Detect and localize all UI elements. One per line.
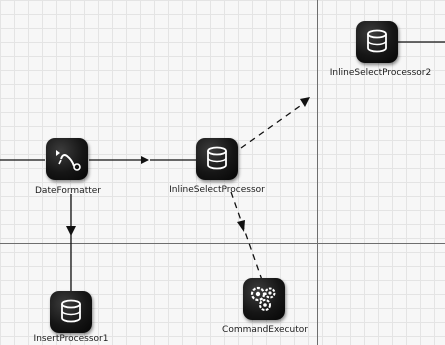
database-icon	[367, 29, 387, 53]
insert-processor1-label: InsertProcessor1	[33, 334, 109, 344]
gears-icon	[250, 286, 276, 311]
command-executor-node[interactable]	[243, 278, 285, 320]
database-icon	[61, 299, 81, 323]
horizontal-guide-line	[0, 243, 445, 244]
edge-dateformatter-to-insertprocessor1-arrow	[66, 226, 76, 236]
edge-inlineselectprocessor-to-commandexecutor[interactable]	[230, 191, 263, 281]
inline-select-processor-node[interactable]	[196, 138, 238, 180]
edge-to-inlineselectprocessor2-arrow	[300, 97, 310, 107]
insert-processor1-node[interactable]	[50, 291, 92, 333]
command-executor-label: CommandExecutor	[222, 325, 308, 335]
date-formatter-node[interactable]	[46, 138, 88, 180]
database-icon	[207, 146, 227, 170]
date-formatter-label: DateFormatter	[35, 186, 101, 196]
vertical-guide-line	[317, 0, 318, 345]
date-formatter-icon	[56, 150, 81, 171]
edge-inlineselectprocessor-to-inlineselectprocessor2[interactable]	[240, 100, 308, 149]
inline-select-processor2-node[interactable]	[356, 21, 398, 63]
inline-select-processor2-label: InlineSelectProcessor2	[329, 68, 432, 78]
inline-select-processor-label: InlineSelectProcessor	[169, 185, 265, 195]
edge-to-commandexecutor-arrow	[237, 220, 245, 232]
